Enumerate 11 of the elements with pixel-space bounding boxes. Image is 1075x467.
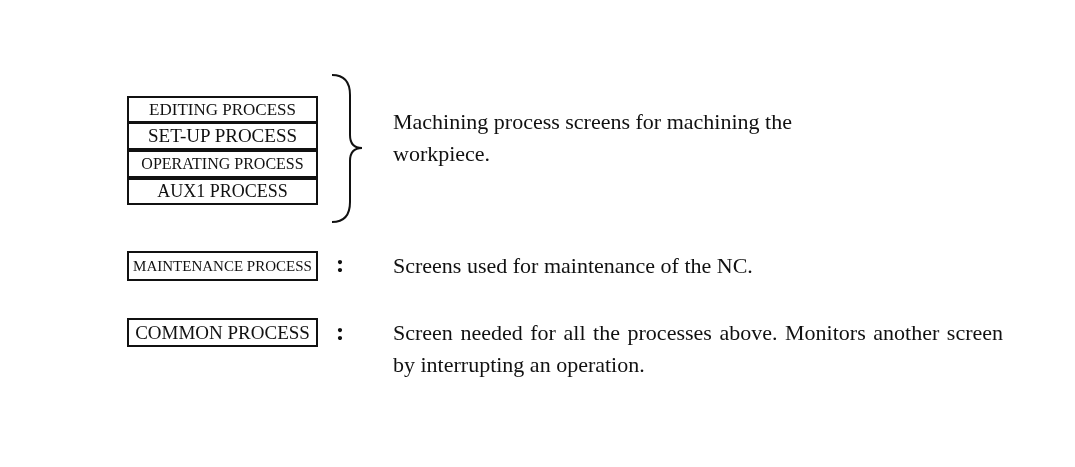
description-text: Screens used for maintenance of the NC. xyxy=(393,252,754,280)
process-box: EDITING PROCESS xyxy=(127,96,318,123)
colon: : xyxy=(334,248,346,280)
process-box: COMMON PROCESS xyxy=(127,318,318,347)
process-box: MAINTENANCE PROCESS xyxy=(127,251,318,281)
process-box: SET-UP PROCESS xyxy=(127,122,318,150)
description-text: Machining process screens for machining the workpiece. xyxy=(393,108,793,168)
colon: : xyxy=(334,316,346,348)
process-box: AUX1 PROCESS xyxy=(127,178,318,205)
description-text: Screen needed for all the processes above. Monitors another screen by interrupting an operation. xyxy=(393,319,1003,379)
process-box: OPERATING PROCESS xyxy=(127,150,318,178)
